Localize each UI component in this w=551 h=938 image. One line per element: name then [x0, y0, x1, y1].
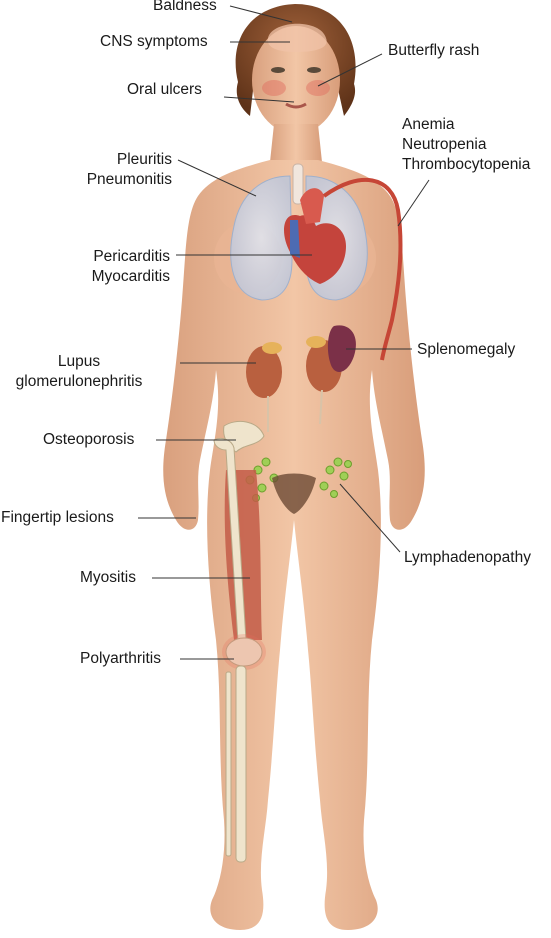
spleen [327, 325, 356, 373]
trachea [292, 163, 304, 205]
pubic-hair [272, 473, 316, 514]
label-polyarthritis: Polyarthritis [80, 650, 161, 667]
label-osteoporosis: Osteoporosis [43, 431, 135, 448]
head [252, 26, 340, 134]
label-cns-symptoms: CNS symptoms [100, 33, 208, 50]
adrenal-right [306, 336, 326, 348]
label-anemia: Anemia [402, 116, 455, 133]
label-pneumonitis: Pneumonitis [86, 171, 172, 188]
label-oral-ulcers: Oral ulcers [127, 81, 202, 98]
brain [267, 23, 327, 52]
label-thrombocytopenia: Thrombocytopenia [402, 156, 531, 173]
fibula [225, 671, 232, 857]
tibia [235, 665, 247, 863]
ureter-right [319, 389, 323, 425]
neck [270, 124, 322, 162]
blood-vessel [322, 178, 403, 361]
label-neutropenia: Neutropenia [402, 136, 487, 153]
right-eye [307, 67, 321, 73]
body-outline [163, 160, 425, 930]
label-lung: Pleuritis Pneumonitis [70, 150, 172, 190]
label-baldness: Baldness [153, 0, 217, 14]
rash-right [306, 80, 330, 96]
label-fingertip-lesions: Fingertip lesions [1, 509, 114, 526]
label-lupus: Lupus [57, 353, 101, 370]
label-myocarditis: Myocarditis [91, 268, 170, 285]
kidney-left [246, 346, 282, 398]
label-pleuritis: Pleuritis [116, 151, 172, 168]
label-myositis: Myositis [80, 569, 136, 586]
label-pericarditis: Pericarditis [93, 248, 170, 265]
leader-lines [138, 5, 430, 660]
label-glomerulonephritis: glomerulonephritis [15, 373, 143, 390]
heart-vessels [300, 188, 324, 224]
hair [235, 4, 356, 116]
left-eye [271, 67, 285, 73]
label-butterfly-rash: Butterfly rash [388, 42, 480, 59]
label-lymphadenopathy: Lymphadenopathy [404, 549, 531, 566]
heart-blue [290, 220, 300, 258]
adrenal-left [262, 342, 282, 354]
label-kidney: Lupus glomerulonephritis [4, 352, 154, 392]
mouth [285, 102, 307, 109]
label-heart: Pericarditis Myocarditis [70, 247, 170, 287]
rash-left [262, 80, 286, 96]
label-blood-disorders: Anemia Neutropenia Thrombocytopenia [402, 115, 530, 175]
label-splenomegaly: Splenomegaly [417, 341, 516, 358]
lung-left [230, 175, 293, 301]
knee-inflammation [222, 634, 266, 670]
heart [284, 215, 346, 284]
